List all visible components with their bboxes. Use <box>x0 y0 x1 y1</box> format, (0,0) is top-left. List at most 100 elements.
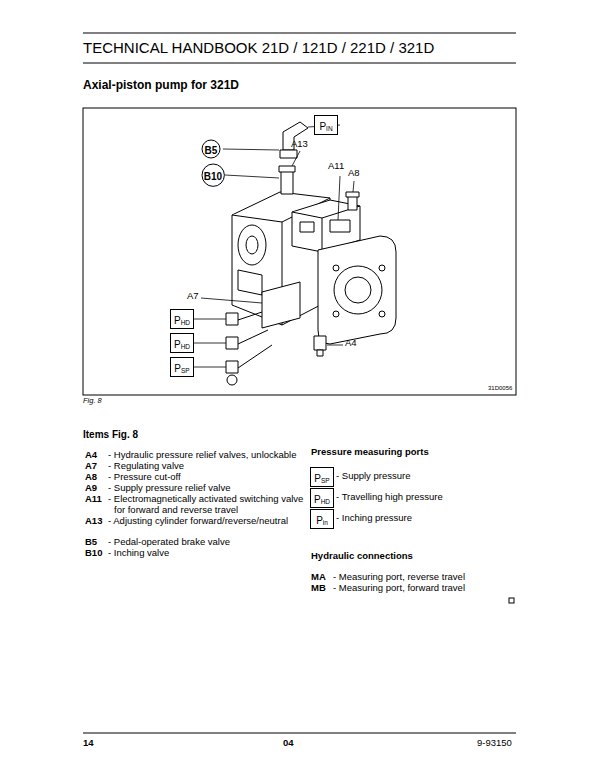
item-code: MB <box>311 583 326 594</box>
end-mark <box>509 598 514 603</box>
drawing-number: 31D0056 <box>488 385 512 392</box>
leader-line <box>292 151 300 166</box>
bolt-hole <box>379 265 385 271</box>
gauge-hose <box>238 312 272 368</box>
pressure-port-box: Pin <box>310 509 334 529</box>
regulating-valve <box>262 282 300 328</box>
relief-valve <box>314 336 326 350</box>
symbol-letter: P <box>174 339 181 350</box>
callout-circle: B5 <box>201 139 221 159</box>
symbol-letter: P <box>314 494 321 505</box>
header-rule <box>83 33 516 34</box>
pressure-port-box: PSP <box>170 357 194 377</box>
adjusting-cylinder-fitting <box>281 170 293 194</box>
symbol-subscript: IN <box>326 125 333 132</box>
node-label: B10 <box>204 167 222 183</box>
axial-piston-pump <box>226 122 396 385</box>
list-heading: Hydraulic connections <box>311 551 413 562</box>
gauge-coupling <box>226 337 238 349</box>
pressure-port-box: PIN <box>314 115 338 135</box>
front-housing <box>318 236 396 344</box>
bolt-hole <box>333 311 339 317</box>
item-text: - Electromagnetically activated switchin… <box>108 494 304 516</box>
node-label: PHD <box>314 490 330 506</box>
pressure-cutoff-fitting <box>348 196 357 210</box>
leader-line <box>194 367 226 368</box>
leader-line <box>223 149 279 150</box>
leader-line <box>225 175 279 178</box>
item-code: A7 <box>85 461 97 472</box>
side-plate <box>238 270 262 295</box>
pressure-port-box: PSP <box>310 467 334 487</box>
leader-line <box>194 343 226 344</box>
figure-heading: Axial-piston pump for 321D <box>83 79 239 93</box>
circle-outline <box>202 140 220 158</box>
valve-plug <box>300 222 314 232</box>
footer-rule <box>83 733 516 734</box>
leader-line <box>353 181 354 192</box>
node-label: PHD <box>174 335 190 351</box>
symbol-letter: P <box>174 315 181 326</box>
section-number: 04 <box>283 738 294 749</box>
symbol-letter: P <box>174 363 181 374</box>
figure-frame <box>83 108 516 395</box>
flange <box>334 266 382 314</box>
node-label: PSP <box>174 359 189 375</box>
fitting-nut <box>280 150 297 158</box>
symbol-subscript: HD <box>181 319 190 326</box>
item-code: A11 <box>85 494 102 505</box>
symbol-subscript: SP <box>181 367 190 374</box>
item-code: A8 <box>85 472 97 483</box>
node-label: PIN <box>319 117 332 133</box>
symbol-subscript: in <box>323 519 328 526</box>
item-text: - Travelling high pressure <box>336 492 443 503</box>
flange-bore <box>345 277 371 303</box>
document-number: 9-93150 <box>477 738 512 749</box>
item-text: - Pressure cut-off <box>108 472 181 483</box>
gauge-coupling <box>226 361 238 373</box>
item-text: - Supply pressure <box>336 471 410 482</box>
circle-outline <box>202 164 224 186</box>
leader-line <box>201 298 262 303</box>
leader-line <box>327 345 343 346</box>
item-code: A9 <box>85 483 97 494</box>
item-text: - Measuring port, forward travel <box>333 583 465 594</box>
node-label: B5 <box>205 141 218 157</box>
symbol-letter: P <box>314 473 321 484</box>
leader-lines <box>194 125 354 367</box>
leader-line <box>338 176 340 220</box>
list-heading: Pressure measuring ports <box>311 447 429 458</box>
item-text: - Regulating valve <box>108 461 184 472</box>
callout-number: A4 <box>345 338 357 349</box>
symbol-letter: B5 <box>205 145 218 156</box>
callout-number: A11 <box>328 161 344 172</box>
fitting-hex <box>279 166 295 172</box>
end-cover-boss <box>246 236 258 254</box>
callout-number: A8 <box>348 168 360 179</box>
item-code: B10 <box>85 548 102 559</box>
node-label: Pin <box>316 511 328 527</box>
item-code: A13 <box>85 516 102 527</box>
gauge-coupling <box>226 313 238 325</box>
list-heading: Items Fig. 8 <box>83 429 138 441</box>
item-text: - Supply pressure relief valve <box>108 483 231 494</box>
node-label: PHD <box>174 311 190 327</box>
end-cover <box>238 225 266 265</box>
page-number: 14 <box>83 738 94 749</box>
header-rule <box>83 63 516 64</box>
relief-valve-tip <box>317 350 323 356</box>
pressure-port-box: PHD <box>310 488 334 508</box>
bolt-hole <box>333 265 339 271</box>
symbol-letter: B10 <box>204 171 222 182</box>
item-text: - Inching valve <box>108 548 169 559</box>
node-label: PSP <box>314 469 329 485</box>
callout-number: A13 <box>291 139 308 150</box>
callout-number: A7 <box>187 291 199 302</box>
item-text: - Pedal-operated brake valve <box>108 537 230 548</box>
solenoid-valve <box>330 220 350 232</box>
item-text: - Measuring port, reverse travel <box>333 572 465 583</box>
symbol-subscript: HD <box>181 343 190 350</box>
pressure-port-box: PHD <box>170 309 194 329</box>
item-code: B5 <box>85 537 97 548</box>
